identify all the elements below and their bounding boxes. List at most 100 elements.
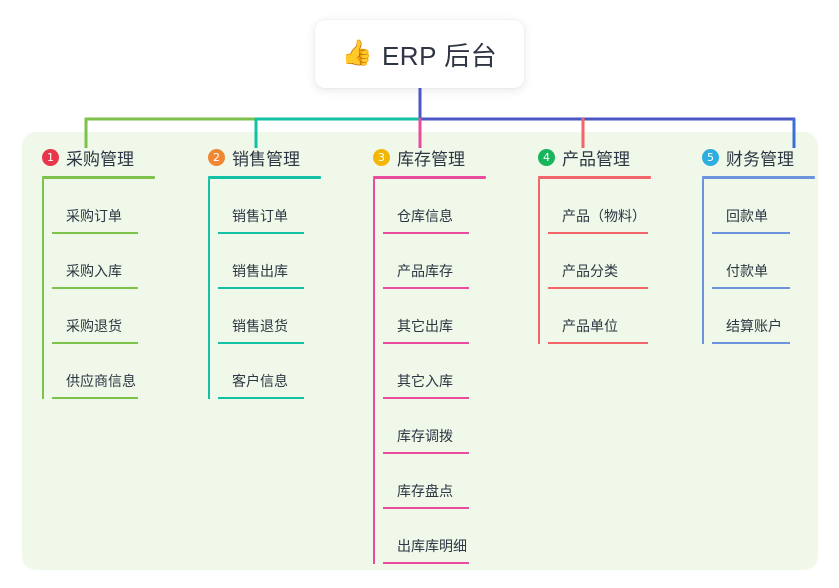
list-item-label: 产品单位 xyxy=(562,318,618,334)
list-item-rule xyxy=(548,287,648,289)
list-item-rule xyxy=(383,342,469,344)
list-item-rule xyxy=(383,287,469,289)
list-item[interactable]: 产品单位 xyxy=(538,289,651,344)
column-trunk-line xyxy=(702,179,704,344)
list-item[interactable]: 出库库明细 xyxy=(373,509,486,564)
column-header-rule xyxy=(702,176,815,179)
column-badge: 2 xyxy=(208,148,225,166)
list-item[interactable]: 采购退货 xyxy=(42,289,155,344)
column-items: 采购订单采购入库采购退货供应商信息 xyxy=(32,179,155,399)
column-header[interactable]: 3 库存管理 xyxy=(363,144,486,170)
column-header-rule xyxy=(373,176,486,179)
list-item-label: 库存调拨 xyxy=(397,428,453,444)
column-2: 2 销售管理销售订单销售出库销售退货客户信息 xyxy=(198,144,321,399)
list-item[interactable]: 产品分类 xyxy=(538,234,651,289)
list-item[interactable]: 采购入库 xyxy=(42,234,155,289)
list-item-rule xyxy=(52,397,138,399)
list-item-label: 其它出库 xyxy=(397,318,453,334)
list-item[interactable]: 其它入库 xyxy=(373,344,486,399)
list-item-label: 销售订单 xyxy=(232,208,288,224)
column-title: 销售管理 xyxy=(232,149,300,169)
column-items: 回款单付款单结算账户 xyxy=(692,179,815,344)
list-item-label: 库存盘点 xyxy=(397,483,453,499)
list-item-rule xyxy=(218,287,304,289)
page-title: ERP 后台 xyxy=(381,40,498,71)
list-item-rule xyxy=(218,342,304,344)
list-item-label: 其它入库 xyxy=(397,373,453,389)
column-badge: 3 xyxy=(373,148,390,166)
list-item[interactable]: 采购订单 xyxy=(42,179,155,234)
list-item-label: 仓库信息 xyxy=(397,208,453,224)
column-badge: 1 xyxy=(42,148,59,166)
list-item[interactable]: 产品（物料） xyxy=(538,179,651,234)
list-item-rule xyxy=(52,287,138,289)
column-4: 4 产品管理产品（物料） 产品分类产品单位 xyxy=(528,144,651,344)
list-item-label: 采购入库 xyxy=(66,263,122,279)
list-item-label: 出库库明细 xyxy=(397,538,467,554)
root-node-card[interactable]: 👍 ERP 后台 xyxy=(315,20,524,88)
list-item[interactable]: 仓库信息 xyxy=(373,179,486,234)
list-item-rule xyxy=(383,452,469,454)
column-header-rule xyxy=(42,176,155,179)
list-item-rule xyxy=(712,232,790,234)
column-3: 3 库存管理仓库信息产品库存其它出库其它入库库存调拨库存盘点出库库明细 xyxy=(363,144,486,564)
list-item[interactable]: 库存调拨 xyxy=(373,399,486,454)
list-item-rule xyxy=(548,342,648,344)
list-item-rule xyxy=(383,507,469,509)
column-items: 销售订单销售出库销售退货客户信息 xyxy=(198,179,321,399)
list-item-label: 销售出库 xyxy=(232,263,288,279)
column-header[interactable]: 2 销售管理 xyxy=(198,144,321,170)
column-title: 库存管理 xyxy=(397,149,465,169)
list-item[interactable]: 产品库存 xyxy=(373,234,486,289)
list-item[interactable]: 销售订单 xyxy=(208,179,321,234)
list-item-rule xyxy=(383,232,469,234)
column-header-rule xyxy=(538,176,651,179)
list-item-rule xyxy=(712,342,790,344)
list-item-label: 回款单 xyxy=(726,208,768,224)
list-item[interactable]: 其它出库 xyxy=(373,289,486,344)
column-trunk-line xyxy=(208,179,210,399)
list-item[interactable]: 库存盘点 xyxy=(373,454,486,509)
list-item-label: 供应商信息 xyxy=(66,373,136,389)
list-item-rule xyxy=(383,397,469,399)
list-item[interactable]: 结算账户 xyxy=(702,289,815,344)
thumbs-up-icon: 👍 xyxy=(341,38,373,67)
column-header[interactable]: 5 财务管理 xyxy=(692,144,815,170)
column-header-rule xyxy=(208,176,321,179)
list-item-label: 产品库存 xyxy=(397,263,453,279)
list-item-label: 采购订单 xyxy=(66,208,122,224)
list-item-rule xyxy=(52,342,138,344)
column-trunk-line xyxy=(42,179,44,399)
list-item-rule xyxy=(52,232,138,234)
column-title: 财务管理 xyxy=(726,149,794,169)
list-item-label: 采购退货 xyxy=(66,318,122,334)
list-item-rule xyxy=(218,397,304,399)
column-header[interactable]: 1 采购管理 xyxy=(32,144,155,170)
list-item-label: 结算账户 xyxy=(726,318,782,334)
column-items: 产品（物料） 产品分类产品单位 xyxy=(528,179,651,344)
list-item-label: 销售退货 xyxy=(232,318,288,334)
column-trunk-line xyxy=(373,179,375,564)
list-item-rule xyxy=(383,562,469,564)
list-item[interactable]: 付款单 xyxy=(702,234,815,289)
list-item[interactable]: 供应商信息 xyxy=(42,344,155,399)
list-item-label: 产品分类 xyxy=(562,263,618,279)
column-badge: 5 xyxy=(702,148,719,166)
list-item-rule xyxy=(548,232,648,234)
column-badge: 4 xyxy=(538,148,555,166)
list-item-rule xyxy=(218,232,304,234)
column-trunk-line xyxy=(538,179,540,344)
column-header[interactable]: 4 产品管理 xyxy=(528,144,651,170)
column-1: 1 采购管理采购订单采购入库采购退货供应商信息 xyxy=(32,144,155,399)
list-item[interactable]: 客户信息 xyxy=(208,344,321,399)
column-title: 采购管理 xyxy=(66,149,134,169)
column-5: 5 财务管理回款单付款单结算账户 xyxy=(692,144,815,344)
column-items: 仓库信息产品库存其它出库其它入库库存调拨库存盘点出库库明细 xyxy=(363,179,486,564)
list-item[interactable]: 销售退货 xyxy=(208,289,321,344)
list-item[interactable]: 回款单 xyxy=(702,179,815,234)
list-item[interactable]: 销售出库 xyxy=(208,234,321,289)
list-item-label: 付款单 xyxy=(726,263,768,279)
diagram-panel xyxy=(22,132,818,570)
column-title: 产品管理 xyxy=(562,149,630,169)
list-item-label: 产品（物料） xyxy=(562,208,646,224)
